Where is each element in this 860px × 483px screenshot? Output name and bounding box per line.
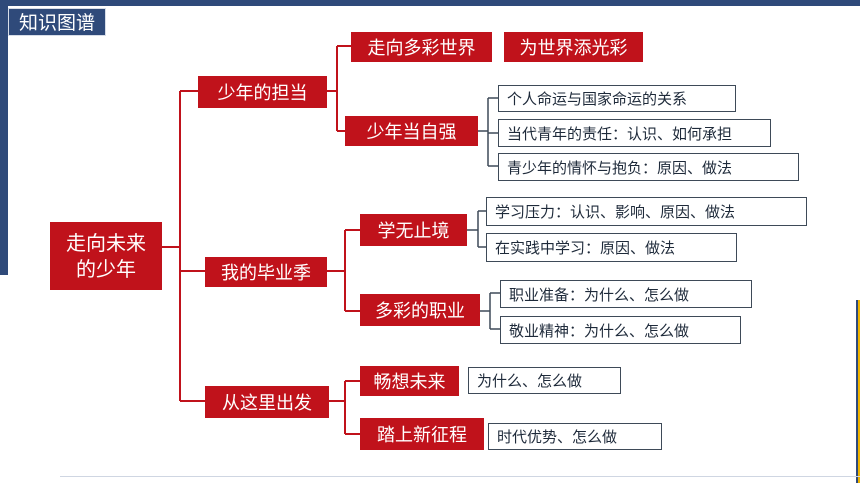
connector-root — [162, 90, 205, 402]
sub-node-new-journey: 踏上新征程 — [360, 418, 484, 450]
bottom-divider — [60, 476, 860, 477]
top-frame-bar — [0, 0, 860, 6]
leaf-study-pressure: 学习压力：认识、影响、原因、做法 — [486, 197, 807, 226]
sub-node-diverse-careers: 多彩的职业 — [360, 294, 480, 326]
leaf-era-advantages: 时代优势、怎么做 — [488, 423, 662, 450]
sub-node-endless-learning: 学无止境 — [360, 214, 467, 246]
connector-sub-2-2 — [480, 292, 500, 330]
leaf-career-preparation: 职业准备：为什么、怎么做 — [500, 280, 752, 308]
branch-node-graduation-season: 我的毕业季 — [205, 257, 327, 287]
leaf-future-why-how: 为什么、怎么做 — [468, 367, 621, 394]
leaf-learning-in-practice: 在实践中学习：原因、做法 — [486, 233, 737, 262]
leaf-professional-dedication: 敬业精神：为什么、怎么做 — [500, 316, 741, 344]
root-line-2: 的少年 — [76, 257, 136, 281]
leaf-personal-national-fate: 个人命运与国家命运的关系 — [498, 85, 736, 112]
root-line-1: 走向未来 — [66, 231, 146, 255]
connector-sub-2-1 — [467, 210, 486, 248]
root-node: 走向未来 的少年 — [50, 222, 162, 290]
page-title: 知识图谱 — [8, 8, 106, 36]
leaf-youth-aspirations: 青少年的情怀与抱负：原因、做法 — [498, 153, 799, 181]
connector-branch-3 — [329, 380, 360, 435]
leaf-add-glory-to-world: 为世界添光彩 — [504, 32, 643, 62]
right-accent-bar — [858, 300, 860, 483]
branch-node-set-out: 从这里出发 — [205, 386, 329, 418]
sub-node-colorful-world: 走向多彩世界 — [351, 32, 492, 62]
connector-branch-1 — [327, 45, 351, 132]
connector-branch-2 — [327, 229, 360, 312]
sub-node-self-improvement: 少年当自强 — [345, 116, 478, 146]
connector-sub-1-2 — [478, 97, 498, 167]
leaf-youth-responsibility: 当代青年的责任：认识、如何承担 — [498, 119, 771, 147]
branch-node-youth-responsibility: 少年的担当 — [198, 76, 327, 108]
left-frame-bar — [0, 0, 8, 275]
sub-node-imagine-future: 畅想未来 — [360, 366, 459, 396]
